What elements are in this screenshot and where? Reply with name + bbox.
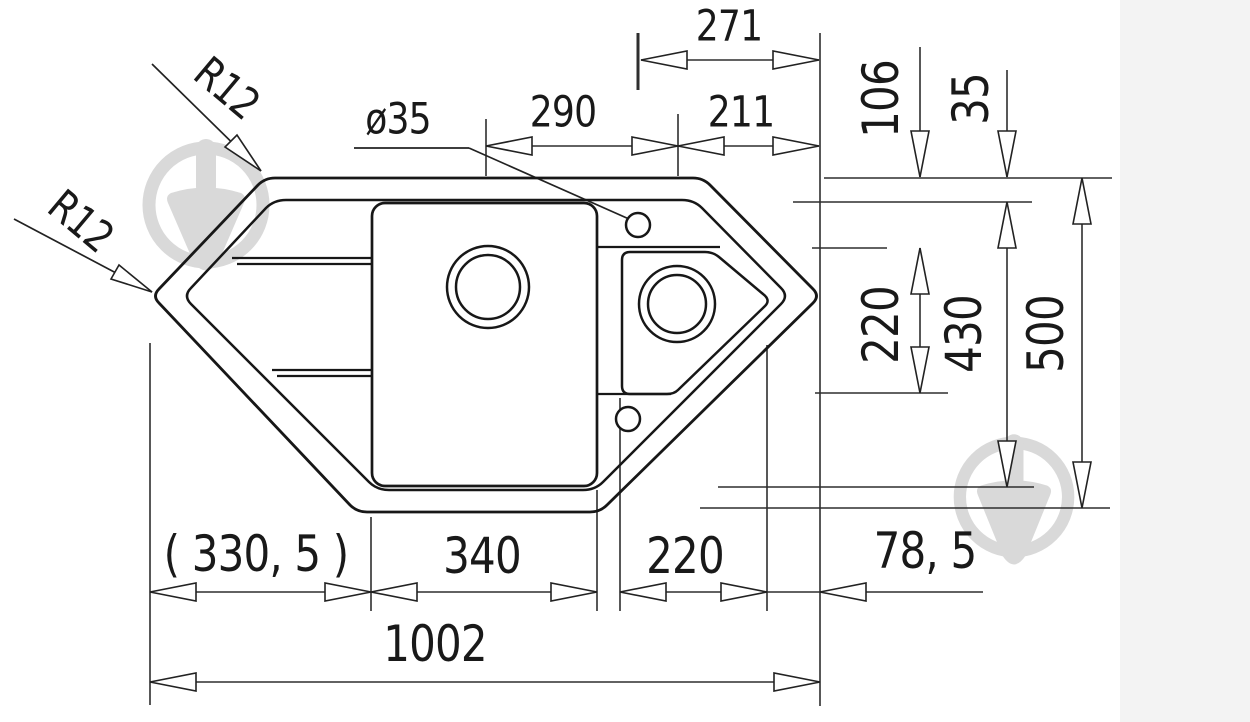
drainboard-grooves <box>232 256 372 378</box>
faucet-hole-bottom <box>614 405 642 433</box>
corner-bowl <box>598 245 769 396</box>
arrow-r12-left <box>109 263 153 293</box>
arrow-35-top <box>997 130 1017 178</box>
sink-outer-outline <box>154 176 818 514</box>
arrow-220h-right <box>720 582 768 602</box>
dim-label-35: 35 <box>942 73 1000 125</box>
main-drain-inner <box>454 253 522 321</box>
corner-drain-inner <box>646 273 708 335</box>
dim-label-1002: 1002 <box>383 615 487 673</box>
faucet-holes <box>614 211 652 433</box>
arrow-35-430-shared <box>997 201 1017 249</box>
arrow-430-bottom <box>997 440 1017 488</box>
dim-label-271: 271 <box>695 1 763 52</box>
arrow-1002-right <box>773 672 821 692</box>
arrow-271-right <box>772 50 820 70</box>
dim-label-78-5: 78, 5 <box>873 522 978 580</box>
arrow-330-right <box>324 582 372 602</box>
corner-drain-outer <box>637 264 717 344</box>
arrow-211-left <box>677 136 725 156</box>
arrow-106-top <box>910 130 930 178</box>
arrow-500-bottom <box>1072 461 1092 509</box>
arrow-220v-bottom <box>910 346 930 394</box>
arrow-220h-left <box>619 582 667 602</box>
sink-inner-outline <box>185 198 787 492</box>
corner-bowl-outline <box>620 250 769 396</box>
dim-label-211: 211 <box>707 87 775 138</box>
arrow-1002-left <box>149 672 197 692</box>
main-drain-outer <box>445 244 531 330</box>
leader-dia35-diagonal <box>468 147 630 220</box>
dimension-arrowheads <box>109 50 1092 692</box>
arrow-106-220-shared <box>910 247 930 295</box>
arrow-290-right <box>631 136 679 156</box>
dim-label-290: 290 <box>529 87 597 138</box>
arrow-211-right <box>772 136 820 156</box>
main-bowl <box>370 201 599 488</box>
arrow-r12-top <box>223 133 262 172</box>
background-gray-strip <box>1120 0 1250 722</box>
dim-label-220v: 220 <box>852 286 910 364</box>
dim-label-330-5: ( 330, 5 ) <box>163 525 350 583</box>
dim-label-430: 430 <box>935 295 993 373</box>
dim-label-500: 500 <box>1017 295 1075 373</box>
arrow-500-top <box>1072 177 1092 225</box>
main-bowl-outline <box>370 201 599 488</box>
faucet-hole-top <box>624 211 652 239</box>
extension-lines <box>149 33 1112 706</box>
sink-outline <box>154 176 818 514</box>
arrow-290-left <box>485 136 533 156</box>
dim-label-220h: 220 <box>646 527 724 585</box>
dim-label-340: 340 <box>443 527 521 585</box>
arrow-330-left <box>149 582 197 602</box>
arrow-340-left <box>370 582 418 602</box>
arrow-78-right <box>819 582 867 602</box>
arrow-271-left <box>640 50 688 70</box>
dim-label-106: 106 <box>852 60 910 138</box>
watermark-plumb-logo-left <box>142 139 270 271</box>
dim-label-dia35: ø35 <box>365 94 431 145</box>
arrow-340-right <box>550 582 598 602</box>
